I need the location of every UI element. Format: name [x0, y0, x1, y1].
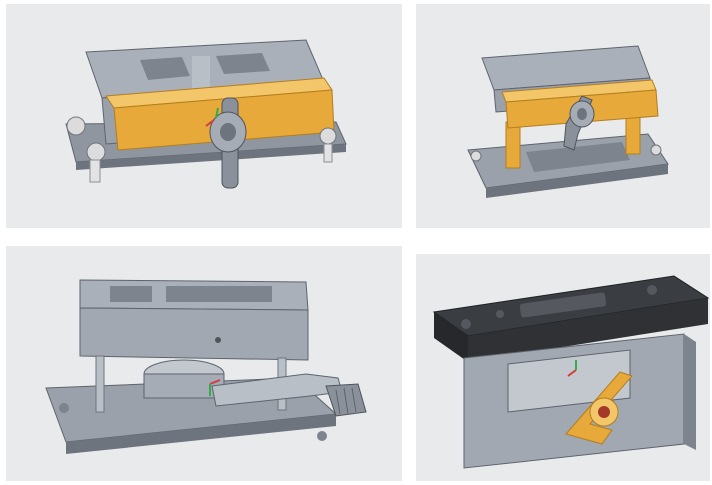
screw-hole [317, 431, 327, 441]
plate-hole [461, 319, 471, 329]
axis-x-red [209, 379, 221, 385]
grip-rib [343, 387, 349, 415]
cad-view-inverted-panel [416, 254, 710, 481]
screw-icon [650, 144, 662, 156]
cad-model-drawing [467, 45, 669, 198]
slot-right [216, 53, 270, 74]
axis-y-green [215, 107, 219, 119]
base-plate-side [76, 144, 346, 170]
base-plate-side [486, 164, 668, 198]
screw-icon [319, 127, 337, 145]
cad-model-drawing [432, 275, 710, 469]
plate-hole [647, 285, 657, 295]
black-plate-left [434, 312, 468, 362]
base-recess [526, 142, 630, 172]
knob-center [220, 123, 236, 141]
axis-x-red [205, 119, 215, 127]
pin-hole [215, 337, 221, 343]
knob-center [598, 406, 610, 418]
housing-front [79, 307, 309, 361]
cad-view-lever-panel [6, 246, 402, 481]
screw-icon [470, 150, 482, 162]
cad-view-raised-panel [416, 4, 710, 228]
cad-model-drawing [45, 279, 367, 454]
black-plate-side [468, 298, 708, 362]
screw-icon [66, 116, 86, 136]
base-plate-side [66, 414, 336, 454]
standoff [323, 143, 333, 163]
axis-x-red [567, 369, 577, 377]
slot-right [166, 286, 272, 302]
grip-rib [335, 389, 341, 415]
post [95, 355, 105, 413]
plate-slot [519, 292, 607, 318]
housing-side [684, 334, 696, 450]
screw-hole [59, 403, 69, 413]
standoff [89, 159, 101, 183]
knob-center [577, 108, 587, 120]
grip-rib [351, 387, 357, 413]
slot-left [140, 57, 190, 80]
plate-hole [496, 310, 504, 318]
gold-post [505, 121, 521, 169]
cad-view-top-panel [6, 4, 402, 228]
screw-icon [86, 142, 106, 162]
cad-model-drawing [65, 39, 347, 189]
slot-left [110, 286, 152, 302]
